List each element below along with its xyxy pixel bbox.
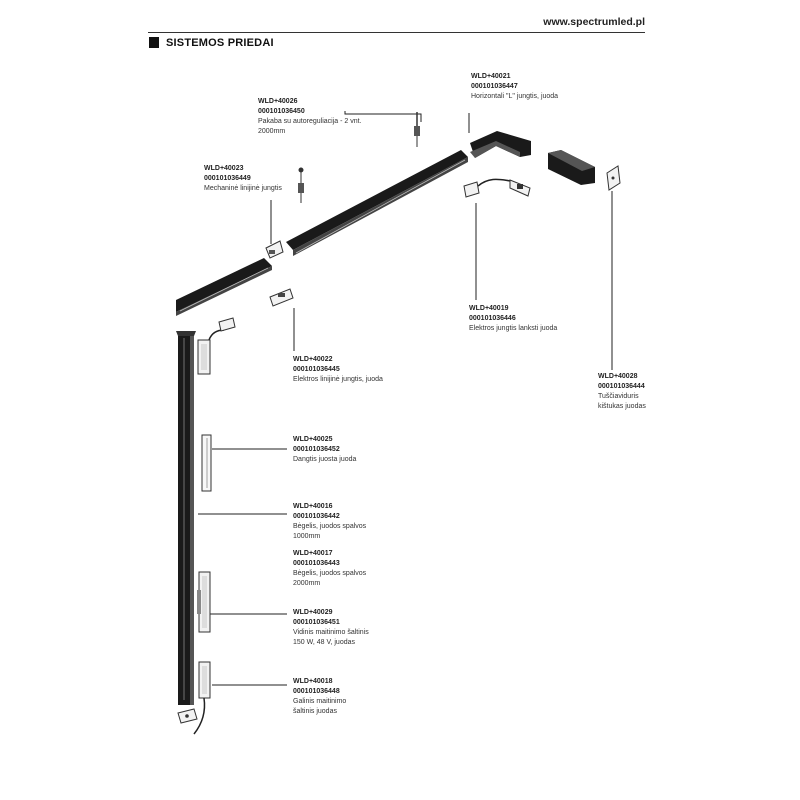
label-wld-40028: WLD+40028 000101036444 Tuščiaviduris kiš… (598, 373, 646, 410)
website-url: www.spectrumled.pl (543, 16, 645, 28)
label-wld-40016: WLD+40016 000101036442 Bėgelis, juodos s… (293, 503, 367, 540)
label-wld-40029: WLD+40029 000101036451 Vidinis maitinimo… (293, 609, 369, 646)
label-wld-40018: WLD+40018 000101036448 Galinis maitinimo… (293, 678, 347, 715)
label-wld-40017: WLD+40017 000101036443 Bėgelis, juodos s… (293, 550, 367, 587)
flexible-connector (463, 178, 531, 198)
mechanical-connector (265, 240, 284, 259)
end-cap (606, 165, 621, 191)
leader-lines (198, 111, 613, 686)
section-title: SISTEMOS PRIEDAI (166, 37, 274, 49)
label-wld-40023: WLD+40023 000101036449 Mechaninė linijin… (204, 165, 282, 192)
label-wld-40022: WLD+40022 000101036445 Elektros linijinė… (293, 356, 383, 383)
internal-power-supply (197, 571, 211, 633)
label-wld-40025: WLD+40025 000101036452 Dangtis juosta ju… (293, 436, 357, 463)
label-wld-40019: WLD+40019 000101036446 Elektros jungtis … (469, 305, 558, 332)
label-wld-40021: WLD+40021 000101036447 Horizontali "L" j… (471, 73, 559, 100)
base-plate (177, 708, 198, 724)
track-diagonal-long (286, 150, 468, 256)
l-connector (470, 131, 531, 158)
track-vertical (176, 331, 196, 705)
end-track-piece (548, 150, 595, 185)
linear-connector (269, 288, 294, 307)
label-wld-40026: WLD+40026 000101036450 Pakaba su autoreg… (258, 98, 362, 135)
section-marker (149, 37, 159, 48)
cover-strip (201, 434, 212, 492)
end-power-supply (193, 661, 211, 735)
suspension-cable (414, 112, 420, 147)
top-module (197, 317, 236, 375)
header-rule (148, 32, 645, 33)
mechanical-hanger (298, 167, 304, 203)
track-diagonal-short (176, 258, 272, 316)
